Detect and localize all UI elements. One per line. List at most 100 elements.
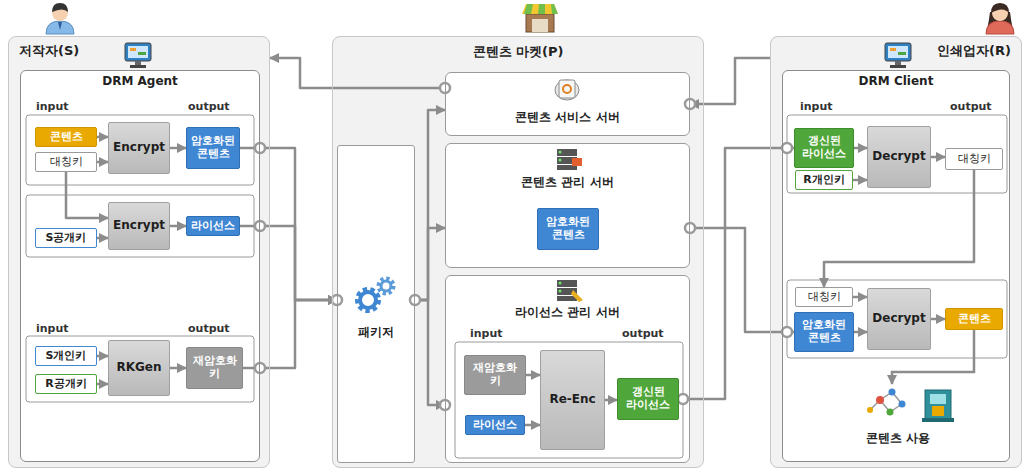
function-box: Re-Enc bbox=[540, 350, 605, 450]
connector-arrow bbox=[853, 296, 867, 299]
box-text: Encrypt bbox=[113, 141, 165, 155]
content-box: 콘텐츠 bbox=[945, 308, 1003, 330]
module-box: DRM Agent 콘텐츠대칭키 Encrypt 암호화된 콘텐츠 EncryptS공개… bbox=[20, 70, 260, 462]
license-box: 갱신된 라이선스 bbox=[794, 128, 854, 168]
network-icon bbox=[867, 389, 906, 416]
key-box: 대칭키 bbox=[35, 152, 97, 172]
key-box: R공개키 bbox=[35, 374, 97, 394]
io-label: output bbox=[188, 100, 230, 113]
connector-arrow bbox=[931, 156, 945, 159]
group-frame bbox=[26, 336, 254, 402]
box-title: DRM Agent bbox=[21, 74, 259, 88]
connector-arrow bbox=[97, 383, 108, 386]
connector-arrow bbox=[97, 161, 108, 164]
box-fill bbox=[782, 70, 1010, 462]
box-fill bbox=[332, 36, 704, 468]
connector-arrow bbox=[170, 225, 186, 228]
connector-arrow bbox=[270, 58, 445, 88]
connector-arrow bbox=[170, 147, 186, 150]
function-box: Encrypt bbox=[108, 202, 170, 250]
connector-arrow bbox=[170, 367, 186, 370]
monitor-icon bbox=[125, 43, 151, 68]
key-box: S공개키 bbox=[35, 228, 97, 248]
io-label: input bbox=[470, 327, 503, 340]
box-fill bbox=[445, 72, 690, 136]
box-text: 암호화된 콘텐츠 bbox=[541, 216, 595, 241]
io-label: input bbox=[36, 322, 69, 335]
data-box: 암호화된 콘텐츠 bbox=[186, 127, 240, 169]
box-text: 대칭키 bbox=[808, 291, 841, 304]
io-label: output bbox=[622, 327, 664, 340]
box-text: 라이선스 bbox=[473, 419, 517, 432]
io-label: input bbox=[800, 100, 833, 113]
box-title: 콘텐츠 관리 서버 bbox=[446, 174, 689, 191]
connector-arrow bbox=[97, 136, 108, 139]
gear-icon bbox=[358, 279, 393, 310]
server-icon bbox=[555, 80, 579, 100]
box-fill bbox=[770, 36, 1022, 468]
port-circle bbox=[255, 83, 792, 410]
connector-arrow bbox=[415, 110, 445, 300]
license-box: 갱신된 라이선스 bbox=[617, 378, 679, 420]
function-box: Decrypt bbox=[867, 288, 931, 350]
connector-arrow bbox=[97, 237, 108, 240]
content-box: 콘텐츠 bbox=[35, 127, 97, 147]
box-text: Decrypt bbox=[872, 312, 925, 326]
box-text: 갱신된 라이선스 bbox=[798, 135, 850, 160]
box-fill bbox=[337, 145, 415, 463]
key-box: R개인키 bbox=[795, 170, 853, 190]
io-label: output bbox=[188, 322, 230, 335]
key-box: 재암호화 키 bbox=[186, 347, 243, 389]
usage-label: 콘텐츠 사용 bbox=[866, 430, 930, 447]
connector-arrow bbox=[97, 355, 108, 358]
key-box: 재암호화 키 bbox=[464, 355, 526, 395]
data-box: 암호화된 콘텐츠 bbox=[794, 312, 854, 352]
author-icon bbox=[46, 3, 74, 34]
box-title: 패키저 bbox=[338, 324, 414, 341]
box-title: 콘텐츠 마켓(P) bbox=[333, 43, 703, 61]
box-title: 콘텐츠 서비스 서버 bbox=[446, 109, 689, 126]
module-box: DRM Client갱신된 라이선스R개인키Decrypt대칭키대칭키암호화된 … bbox=[782, 70, 1010, 462]
box-fill bbox=[445, 143, 690, 268]
box-text: Decrypt bbox=[872, 150, 925, 164]
function-box: Encrypt bbox=[108, 122, 170, 174]
connector-arrow bbox=[690, 228, 794, 332]
function-box: RKGen bbox=[108, 340, 170, 396]
connector-arrow bbox=[243, 300, 337, 368]
box-text: 라이선스 bbox=[191, 220, 235, 233]
monitor-icon bbox=[885, 43, 911, 68]
connector-arrow bbox=[854, 147, 867, 150]
connector-arrow bbox=[66, 172, 108, 218]
box-text: Encrypt bbox=[113, 219, 165, 233]
box-fill bbox=[20, 70, 260, 462]
server-box: 콘텐츠 관리 서버암호화된 콘텐츠 bbox=[445, 143, 690, 268]
connector-arrow bbox=[931, 318, 945, 321]
io-label: input bbox=[36, 100, 69, 113]
key-box: 대칭키 bbox=[795, 287, 853, 307]
connector-arrow bbox=[605, 399, 617, 402]
box-text: R공개키 bbox=[45, 378, 86, 391]
server-box: 콘텐츠 서비스 서버 bbox=[445, 72, 690, 136]
io-label: output bbox=[950, 100, 992, 113]
box-title: 라이선스 관리 서버 bbox=[446, 304, 689, 321]
connector-arrow bbox=[679, 148, 794, 399]
connector-arrow bbox=[240, 148, 337, 300]
box-title: DRM Client bbox=[783, 74, 1009, 88]
box-title: 인쇄업자(R) bbox=[771, 42, 1021, 60]
connector-arrow bbox=[525, 424, 540, 427]
box-text: S개인키 bbox=[46, 350, 87, 363]
data-box: 라이선스 bbox=[465, 415, 525, 435]
connector-arrow bbox=[240, 226, 337, 300]
box-text: 갱신된 라이선스 bbox=[621, 386, 675, 411]
box-text: 대칭키 bbox=[50, 156, 83, 169]
box-text: RKGen bbox=[116, 361, 161, 375]
function-box: Decrypt bbox=[867, 126, 931, 188]
actor-panel: 콘텐츠 마켓(P) 패키저 콘텐츠 서비스 서버콘텐츠 관리 서버암호화된 콘텐츠라… bbox=[332, 36, 704, 468]
group-frame bbox=[455, 342, 683, 458]
data-box: 암호화된 콘텐츠 bbox=[537, 208, 599, 250]
group-frame bbox=[26, 115, 254, 185]
box-text: 콘텐츠 bbox=[958, 313, 991, 326]
connector-arrow bbox=[526, 374, 540, 377]
key-box: S개인키 bbox=[35, 346, 97, 366]
